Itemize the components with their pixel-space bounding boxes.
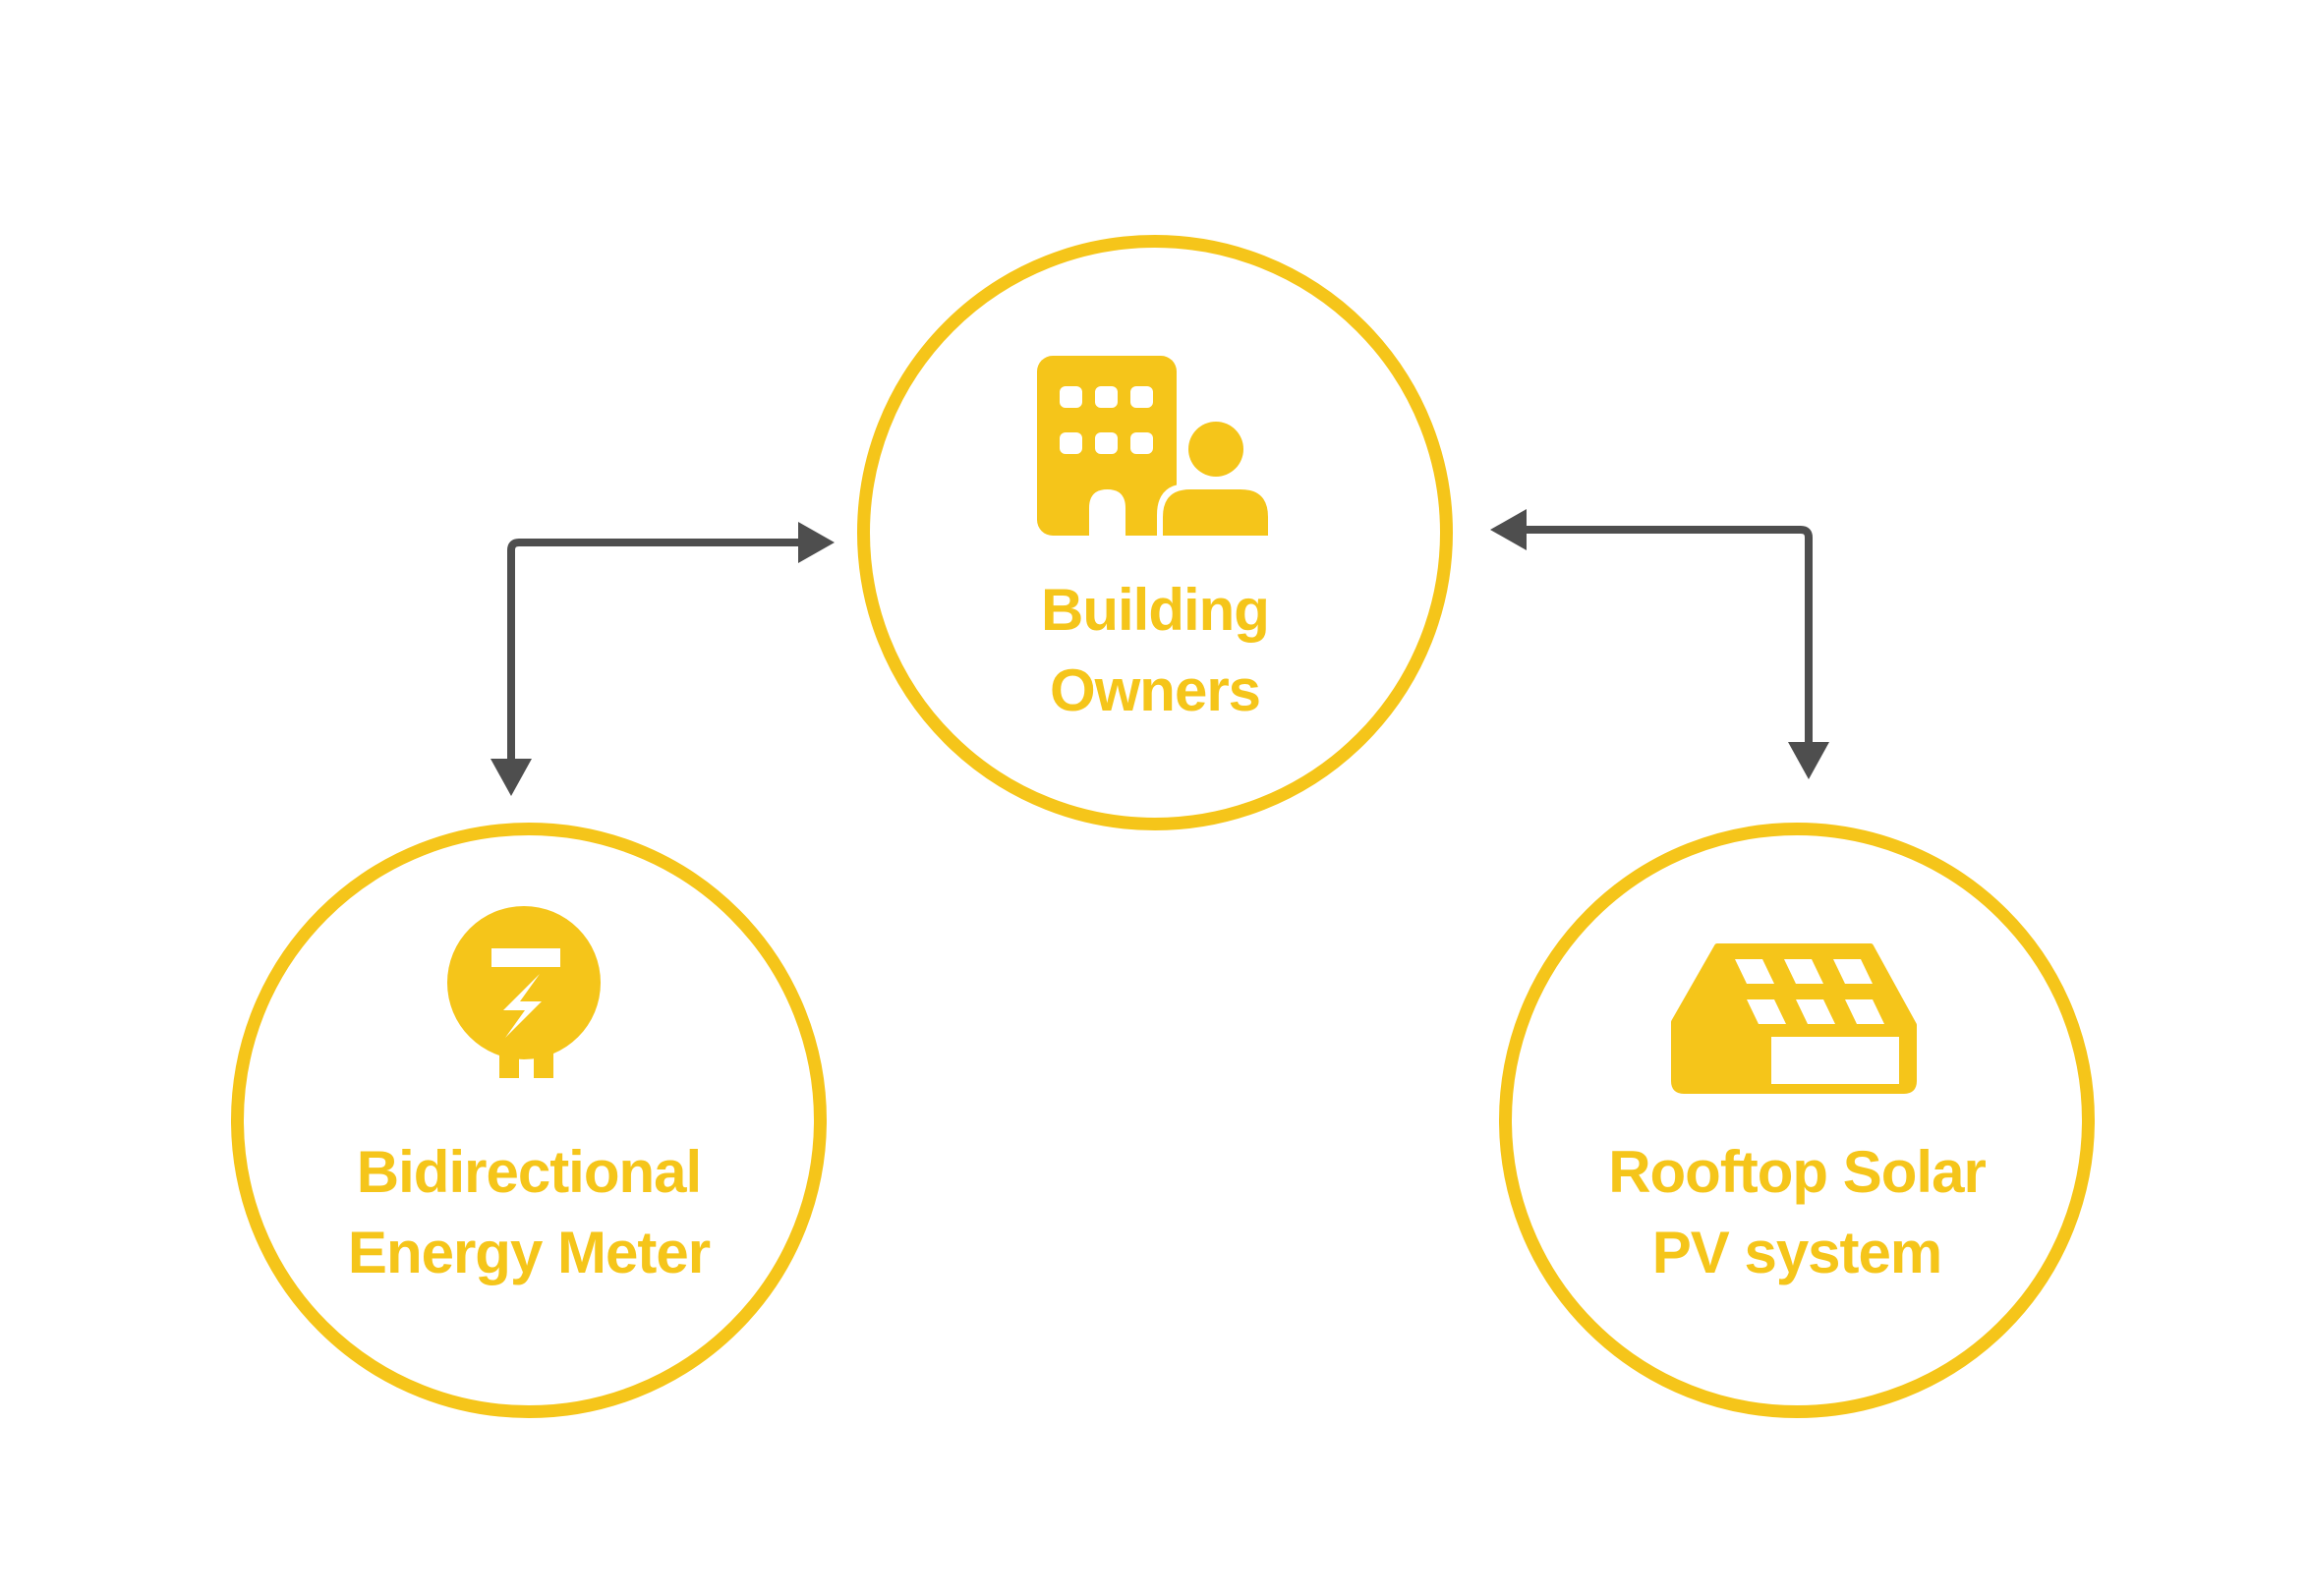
- arrowhead-right-icon: [798, 522, 835, 563]
- label-line: Rooftop Solar: [1608, 1139, 1987, 1205]
- node-building-owners: Building Owners: [857, 235, 1453, 830]
- bidirectional-energy-meter-label: Bidirectional Energy Meter: [244, 1132, 814, 1293]
- label-line: Bidirectional: [356, 1139, 702, 1205]
- arrowhead-down-icon: [490, 759, 532, 796]
- connector-line: [1527, 526, 1813, 742]
- node-bidirectional-energy-meter: Bidirectional Energy Meter: [231, 823, 827, 1418]
- arrowhead-down-icon: [1788, 742, 1829, 779]
- connector-line: [507, 539, 798, 759]
- building-owners-label: Building Owners: [870, 570, 1440, 731]
- node-rooftop-solar-pv: Rooftop Solar PV system: [1499, 823, 2095, 1418]
- label-line: Energy Meter: [347, 1220, 711, 1285]
- label-line: PV system: [1651, 1220, 1943, 1285]
- building-user-icon: [1037, 356, 1273, 536]
- energy-meter-icon: [447, 906, 601, 1078]
- arrowhead-left-icon: [1490, 509, 1527, 550]
- label-line: Building: [1041, 577, 1270, 643]
- connector-solar-to-building: [1490, 509, 1829, 779]
- rooftop-solar-pv-label: Rooftop Solar PV system: [1512, 1132, 2082, 1293]
- label-line: Owners: [1049, 657, 1261, 723]
- solar-roof-icon: [1671, 943, 1917, 1094]
- connector-meter-to-building: [490, 522, 835, 796]
